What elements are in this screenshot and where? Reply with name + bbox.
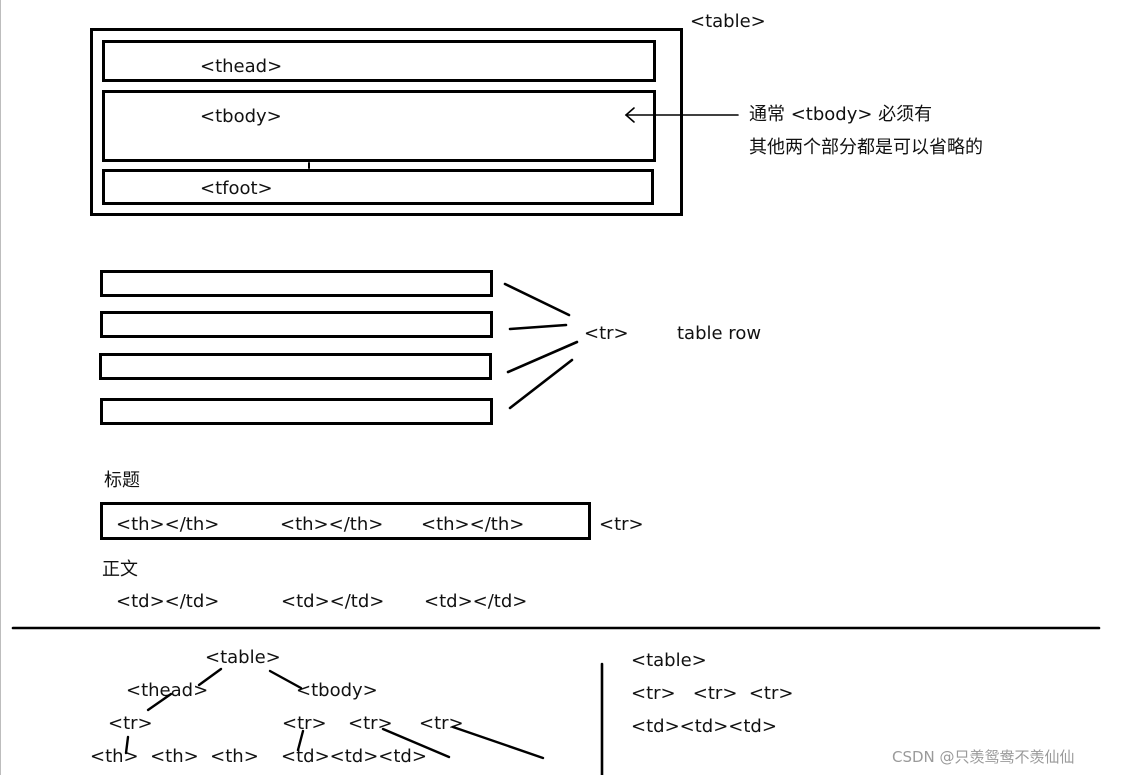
th-cell-3: <th></th> [421, 514, 525, 535]
header-section-title: 标题 [104, 470, 140, 491]
body-section-title: 正文 [102, 559, 138, 580]
th-cell-2: <th></th> [280, 514, 384, 535]
tree-tr-body-3: <tr> [419, 713, 464, 734]
row-box-3 [99, 353, 492, 380]
tree-table: <table> [205, 647, 281, 668]
summary-line-3: <td><td><td> [631, 716, 777, 737]
tree-tbody: <tbody> [296, 680, 378, 701]
tree-thead: <thead> [126, 680, 209, 701]
tbody-box [102, 90, 656, 162]
summary-line-1: <table> [631, 650, 707, 671]
tr-line-2 [508, 323, 568, 331]
tree-tr-body-2: <tr> [348, 713, 393, 734]
tfoot-box [102, 169, 654, 205]
tr-line-1 [503, 282, 571, 317]
td-cell-2: <td></td> [281, 591, 385, 612]
tree-tr-body-1: <tr> [282, 713, 327, 734]
th-cell-1: <th></th> [116, 514, 220, 535]
row-box-4 [100, 398, 493, 425]
row-box-2 [100, 311, 493, 338]
header-row-box [100, 502, 591, 540]
watermark: CSDN @只羡鸳鸯不羡仙仙 [892, 748, 1075, 766]
tfoot-label: <tfoot> [200, 178, 273, 199]
left-edge-line [0, 0, 1, 775]
thead-label: <thead> [200, 56, 283, 77]
tree-tr-thead: <tr> [108, 713, 153, 734]
table-row-description: table row [677, 323, 762, 344]
tree-line-tr3 [451, 725, 545, 760]
tree-td-row: <td><td><td> [281, 746, 427, 767]
tbody-label: <tbody> [200, 106, 282, 127]
td-cell-1: <td></td> [116, 591, 220, 612]
tree-th-row: <th> <th> <th> [90, 746, 259, 767]
tr-line-3 [506, 340, 579, 374]
thead-box [102, 40, 656, 82]
td-cell-3: <td></td> [424, 591, 528, 612]
table-label: <table> [690, 11, 766, 32]
note-line-1: 通常 <tbody> 必须有 [749, 104, 933, 125]
row-box-1 [100, 270, 493, 297]
tr-line-4 [508, 358, 574, 410]
summary-line-2: <tr> <tr> <tr> [631, 683, 794, 704]
header-tr-label: <tr> [599, 514, 644, 535]
note-line-2: 其他两个部分都是可以省略的 [749, 137, 983, 158]
table-outline [90, 28, 683, 216]
tr-label: <tr> [584, 323, 629, 344]
